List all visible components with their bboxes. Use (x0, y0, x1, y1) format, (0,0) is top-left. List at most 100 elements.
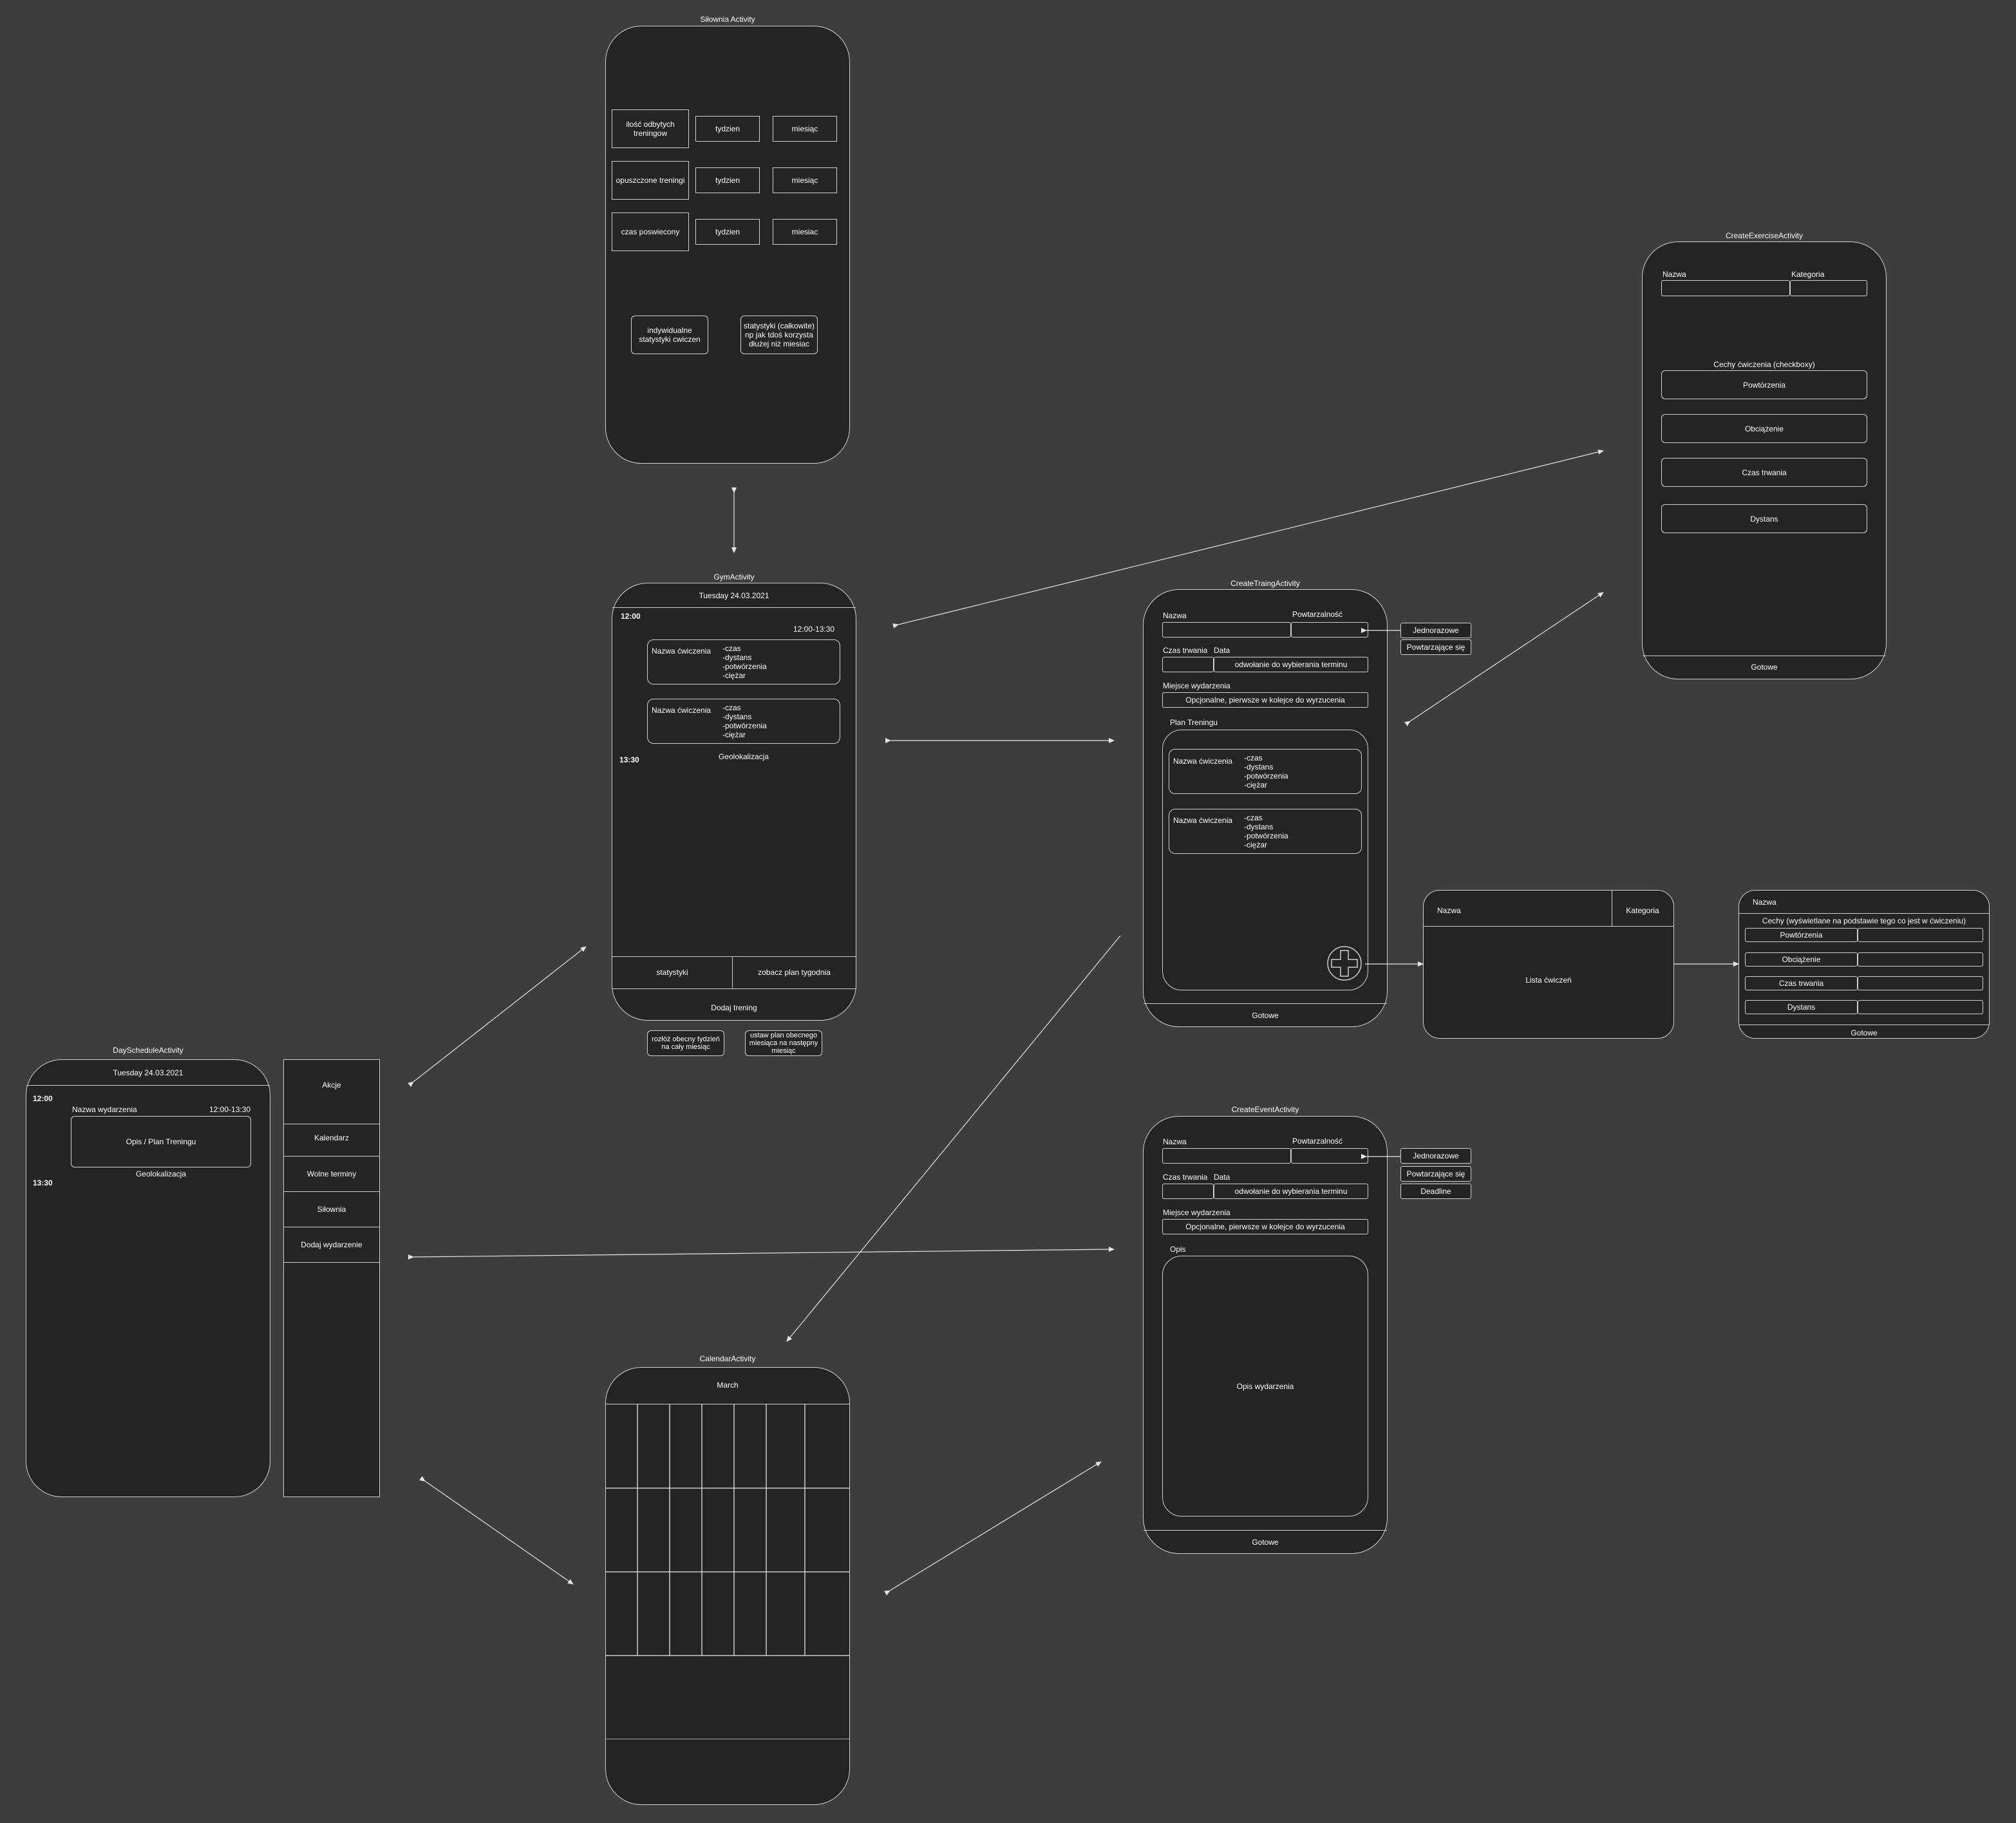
stat-month-button[interactable]: miesiąc (773, 116, 837, 142)
add-exercise-icon[interactable] (1326, 945, 1362, 981)
repeat-option-one-time[interactable]: Jednorazowe (1400, 1148, 1471, 1164)
exercise-detail-done-button[interactable]: Gotowe (1851, 1028, 1878, 1037)
exercise-list-panel (1423, 890, 1674, 1039)
day-event-time-range: 12:00-13:30 (209, 1105, 251, 1114)
exercise-list-content[interactable]: Lista ćwiczeń (1525, 976, 1572, 985)
event-duration-label: Czas trwania (1163, 1173, 1208, 1182)
day-event-card[interactable]: Opis / Plan Treningu (71, 1116, 251, 1167)
exercise-category-input[interactable] (1790, 280, 1867, 296)
training-date-picker[interactable]: odwołanie do wybierania terminu (1214, 657, 1368, 672)
day-time-start: 12:00 (33, 1094, 53, 1103)
training-exercise-card[interactable] (1169, 749, 1362, 794)
feature-checkbox[interactable]: Dystans (1661, 504, 1867, 533)
exercise-name: Nazwa ćwiczenia (1173, 816, 1233, 825)
day-time-end: 13:30 (33, 1178, 53, 1187)
create-training-done-button[interactable]: Gotowe (1252, 1011, 1279, 1020)
day-schedule-date: Tuesday 24.03.2021 (113, 1068, 184, 1077)
silownia-title: Siłownia Activity (700, 15, 755, 24)
actions-item-add-event[interactable]: Dodaj wydarzenie (301, 1240, 363, 1249)
exercise-list-category-header[interactable]: Kategoria (1626, 906, 1659, 915)
gym-time-start: 12:00 (621, 612, 641, 621)
exercise-list-name-header[interactable]: Nazwa (1437, 906, 1461, 915)
gym-title: GymActivity (713, 572, 755, 581)
detail-feature-label: Dystans (1745, 1000, 1858, 1014)
actions-item-calendar[interactable]: Kalendarz (314, 1133, 350, 1142)
gym-bottom-divider (612, 956, 856, 957)
gym-date: Tuesday 24.03.2021 (699, 591, 769, 600)
detail-feature-input[interactable] (1858, 928, 1983, 942)
feature-checkbox[interactable]: Czas trwania (1661, 458, 1867, 487)
create-event-done-button[interactable]: Gotowe (1252, 1538, 1279, 1547)
gym-add-training-button[interactable]: Dodaj trening (711, 1003, 757, 1012)
training-name-input[interactable] (1162, 622, 1291, 638)
detail-feature-input[interactable] (1858, 976, 1983, 990)
stat-month-button[interactable]: miesiąc (773, 167, 837, 193)
create-event-footer-divider (1144, 1530, 1387, 1531)
calendar-title: CalendarActivity (699, 1354, 756, 1363)
training-duration-input[interactable] (1162, 657, 1214, 672)
gym-geolocation: Geolokalizacja (718, 752, 769, 761)
stat-row-label: opuszczone treningi (612, 161, 689, 200)
calendar-month: March (717, 1381, 739, 1390)
repeat-option-one-time[interactable]: Jednorazowe (1400, 623, 1471, 638)
repeat-option-deadline[interactable]: Deadline (1400, 1184, 1471, 1199)
exercise-list-divider (1424, 926, 1673, 927)
feature-checkbox[interactable]: Powtórzenia (1661, 370, 1867, 399)
event-name-label: Nazwa (1163, 1137, 1187, 1146)
exercise-features-label: Cechy ćwiczenia (checkboxy) (1713, 360, 1815, 369)
event-date-label: Data (1214, 1173, 1230, 1182)
exercise-props: -czas -dystans -potwórzenia -ciężar (722, 644, 767, 680)
stat-week-button[interactable]: tydzien (695, 219, 760, 245)
detail-feature-label: Obciążenie (1745, 952, 1858, 967)
training-exercise-card[interactable] (1169, 809, 1362, 854)
event-place-input[interactable]: Opcjonalne, pierwsze w kolejce do wyrzuc… (1162, 1219, 1368, 1234)
event-desc-label: Opis (1170, 1245, 1186, 1254)
spread-week-button[interactable]: rozłóż obecny tydzień na cały miesiąc (647, 1030, 724, 1056)
exercise-props: -czas -dystans -potwórzenia -ciężar (1244, 753, 1288, 789)
actions-divider (284, 1156, 379, 1157)
stat-week-button[interactable]: tydzien (695, 116, 760, 142)
create-exercise-done-button[interactable]: Gotowe (1751, 663, 1778, 672)
create-exercise-title: CreateExerciseActivity (1725, 231, 1804, 240)
event-repeat-input[interactable] (1291, 1148, 1368, 1164)
exercise-detail-features-label: Cechy (wyświetlane na podstawie tego co … (1762, 916, 1966, 925)
exercise-detail-divider (1739, 913, 1989, 914)
repeat-option-recurring[interactable]: Powtarzające się (1400, 1166, 1471, 1182)
gym-stats-button[interactable]: statystyki (656, 968, 688, 977)
training-place-label: Miejsce wydarzenia (1163, 681, 1230, 690)
actions-item-free-slots[interactable]: Wolne terminy (306, 1169, 357, 1178)
day-event-name: Nazwa wydarzenia (72, 1105, 137, 1114)
gym-button-divider (732, 956, 733, 988)
exercise-name-input[interactable] (1661, 280, 1790, 296)
actions-divider (284, 1191, 379, 1192)
exercise-name: Nazwa ćwiczenia (652, 706, 711, 715)
gym-week-plan-button[interactable]: zobacz plan tygodnia (758, 968, 831, 977)
actions-menu (283, 1059, 380, 1497)
event-duration-input[interactable] (1162, 1184, 1214, 1199)
set-month-plan-button[interactable]: ustaw plan obecnego miesiąca na następny… (745, 1030, 822, 1056)
training-plan-panel (1162, 730, 1368, 990)
create-event-title: CreateEventActivity (1231, 1105, 1299, 1114)
calendar-screen (605, 1367, 850, 1805)
day-geolocation: Geolokalizacja (135, 1169, 187, 1178)
detail-feature-input[interactable] (1858, 952, 1983, 967)
gym-exercise-card[interactable] (647, 639, 840, 685)
total-stats-button[interactable]: statystyki (całkowite) np jak tdoś korzy… (740, 316, 818, 354)
training-repeat-input[interactable] (1291, 622, 1368, 638)
training-place-input[interactable]: Opcjonalne, pierwsze w kolejce do wyrzuc… (1162, 692, 1368, 708)
gym-exercise-card[interactable] (647, 699, 840, 744)
actions-item-gym[interactable]: Siłownia (317, 1205, 346, 1214)
stat-month-button[interactable]: miesiac (773, 219, 837, 245)
detail-feature-input[interactable] (1858, 1000, 1983, 1014)
event-description-textarea[interactable]: Opis wydarzenia (1162, 1256, 1368, 1516)
stat-week-button[interactable]: tydzien (695, 167, 760, 193)
exercise-name-label: Nazwa (1663, 270, 1686, 279)
exercise-name: Nazwa ćwiczenia (652, 647, 711, 656)
individual-stats-button[interactable]: indywidualne statystyki cwiczen (631, 316, 708, 354)
feature-checkbox[interactable]: Obciążenie (1661, 414, 1867, 443)
event-name-input[interactable] (1162, 1148, 1291, 1164)
exercise-category-label: Kategoria (1791, 270, 1825, 279)
repeat-option-recurring[interactable]: Powtarzające się (1400, 639, 1471, 655)
event-date-picker[interactable]: odwołanie do wybierania terminu (1214, 1184, 1368, 1199)
exercise-props: -czas -dystans -potwórzenia -ciężar (722, 703, 767, 739)
